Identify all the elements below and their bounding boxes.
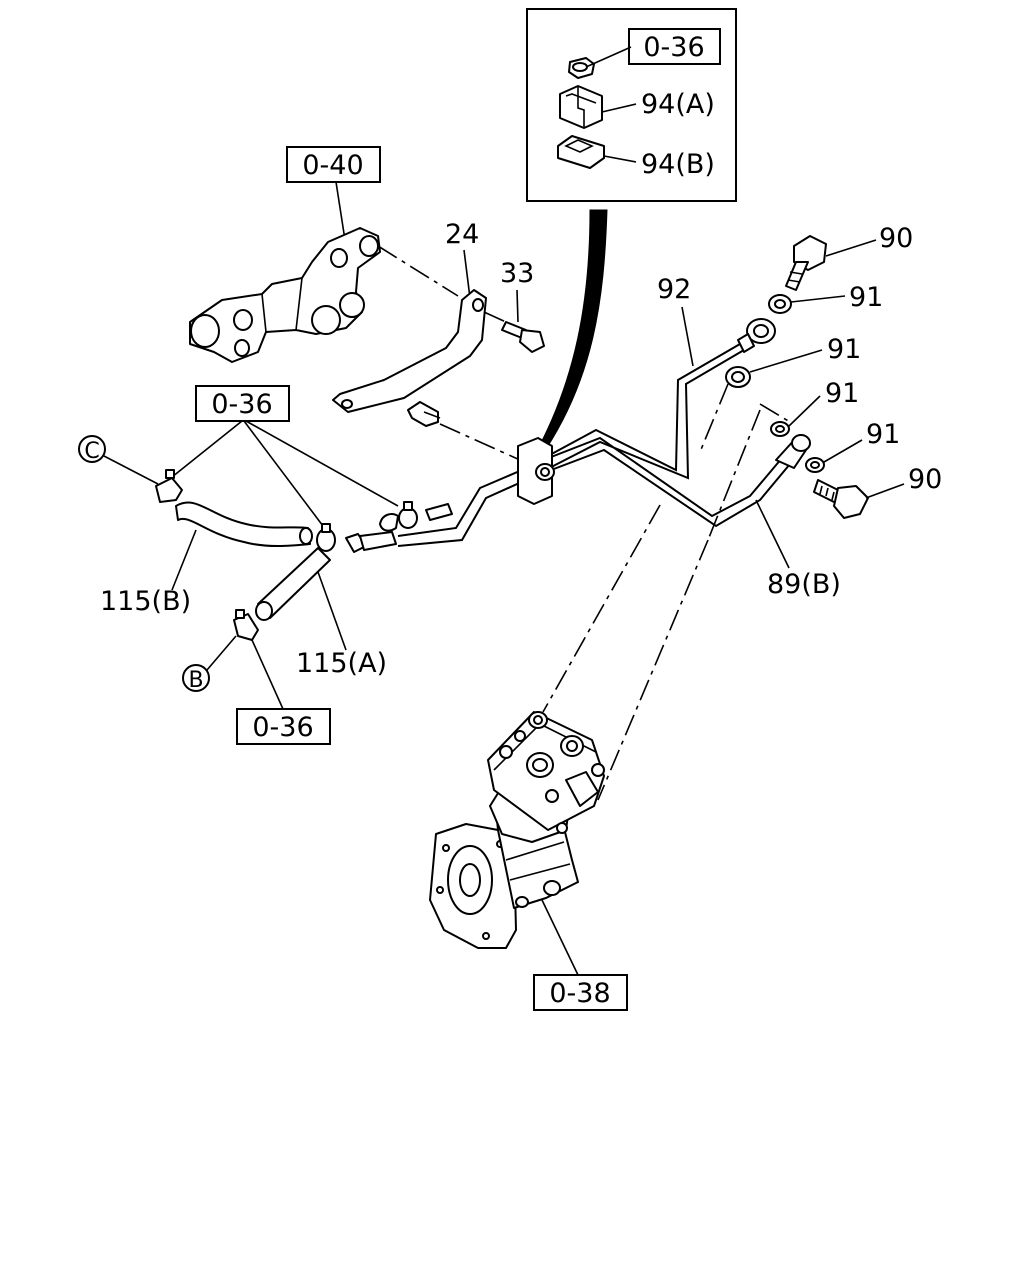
clip-94a-label: 94(A) (641, 89, 715, 120)
inset-pointer-icon (533, 209, 608, 459)
marker-b[interactable] (182, 664, 210, 692)
pipe-92-icon (397, 318, 776, 547)
washer-91-d-icon (805, 457, 825, 473)
compressor-ref-box[interactable] (533, 974, 628, 1011)
banjo-bolt-90-top-icon (785, 235, 827, 291)
clamp-center-icon (316, 523, 336, 552)
clip-94a-icon (559, 85, 637, 129)
lower-ref-box[interactable] (236, 708, 331, 745)
clamp-lower-icon (233, 609, 259, 641)
bracket-leader (335, 181, 346, 241)
bracket-dash-line (377, 245, 459, 297)
marker-b-label: B (188, 668, 203, 693)
marker-c[interactable] (78, 435, 106, 463)
inset-ref-box[interactable] (628, 28, 721, 65)
dash-line-a (759, 403, 791, 423)
hose-115a-icon (255, 547, 331, 621)
fitting-icon (345, 503, 453, 553)
bracket-ref-box[interactable] (286, 146, 381, 183)
dash-line-e (597, 539, 709, 801)
p90-bot-label: 90 (908, 464, 942, 495)
clamp-left-icon (155, 469, 183, 503)
bolt-33-icon (483, 311, 545, 353)
washer-91-a-icon (768, 294, 792, 314)
p24-label: 24 (445, 219, 479, 250)
bracket-ref-label: 0-40 (302, 150, 363, 181)
engine-bracket-icon (189, 227, 381, 363)
washer-91-b-icon (725, 366, 751, 388)
p92-label: 92 (657, 274, 691, 305)
lower-ref-label: 0-36 (252, 712, 313, 743)
clip-94b-label: 94(B) (641, 149, 715, 180)
dash-line-b (699, 383, 729, 453)
pipe-89b-icon (527, 434, 811, 528)
clip-94b-icon (557, 135, 637, 169)
hose-115b-icon (175, 501, 313, 547)
pipe-clamp-icon (517, 437, 555, 505)
p90-top-label: 90 (879, 223, 913, 254)
air-compressor-icon (429, 711, 605, 949)
p33-label: 33 (500, 258, 534, 289)
clamp-right-icon (379, 501, 418, 532)
compressor-ref-label: 0-38 (549, 978, 610, 1009)
stud-icon (407, 401, 441, 427)
p91-d-label: 91 (866, 419, 900, 450)
marker-c-label: C (84, 439, 99, 464)
p91-a-label: 91 (849, 282, 883, 313)
clamps-ref-box[interactable] (195, 385, 290, 422)
inset-panel: 0-36 94(A) 94(B) (526, 8, 737, 202)
plate-24-icon (332, 289, 487, 413)
p89b-label: 89(B) (767, 569, 841, 600)
banjo-bolt-90-bottom-icon (813, 479, 869, 519)
clamps-ref-label: 0-36 (211, 389, 272, 420)
p115a-label: 115(A) (296, 648, 387, 679)
p115b-label: 115(B) (100, 586, 191, 617)
p91-c-label: 91 (825, 378, 859, 409)
washer-91-c-icon (770, 421, 790, 437)
compressor-leader (541, 899, 579, 976)
nut-icon (568, 46, 632, 79)
clamp-leaders (171, 420, 399, 531)
inset-ref-label: 0-36 (643, 32, 704, 63)
dash-line-d (542, 504, 661, 713)
p91-b-label: 91 (827, 334, 861, 365)
dash-line-c (707, 409, 761, 541)
